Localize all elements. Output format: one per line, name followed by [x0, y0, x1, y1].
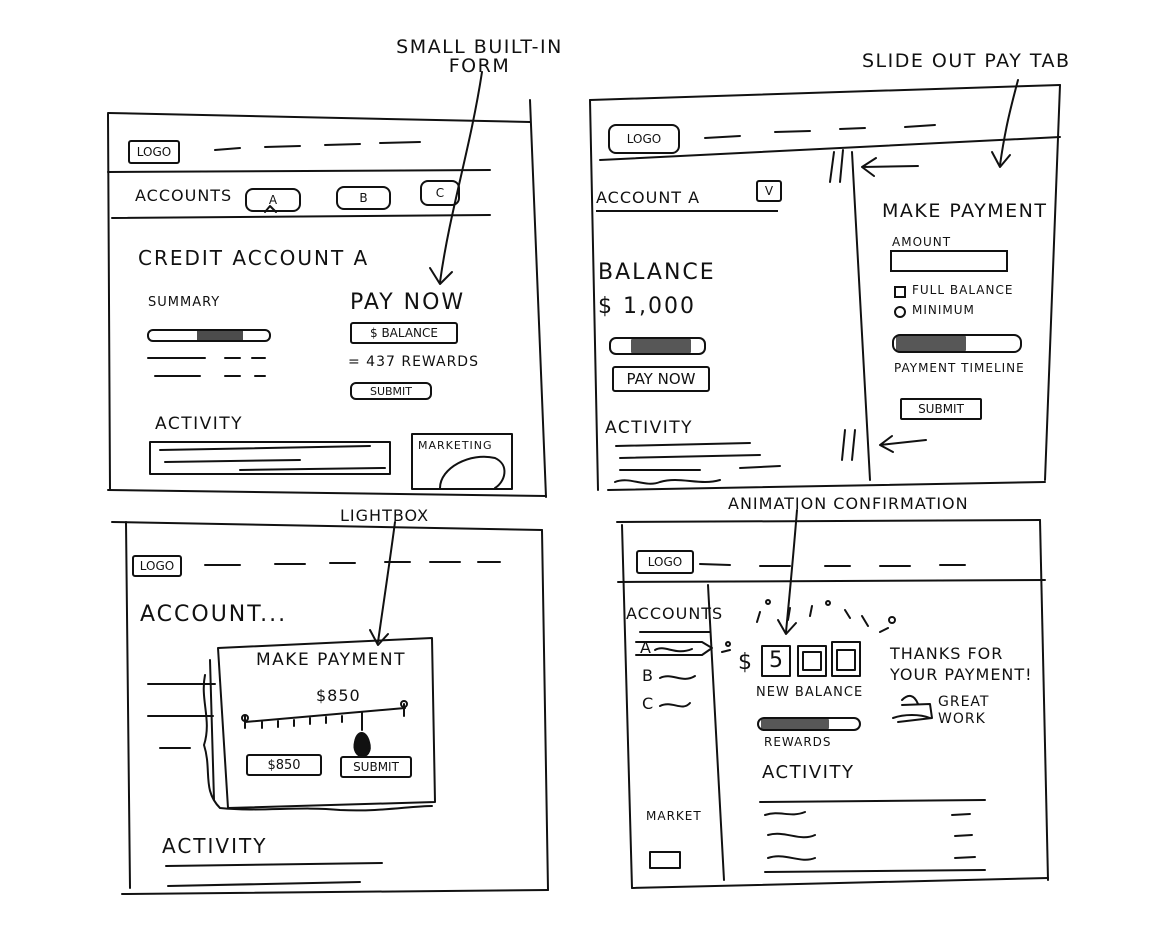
full-balance-label: FULL BALANCE [912, 283, 1014, 297]
thanks-message: THANKS FOR YOUR PAYMENT! [890, 644, 1033, 684]
annotation-animation: ANIMATION CONFIRMATION [728, 494, 969, 513]
amount-input[interactable]: $850 [246, 754, 322, 776]
panel3-frame [111, 521, 549, 895]
panel1-frame [107, 71, 547, 498]
account-select[interactable]: ACCOUNT A [596, 190, 778, 212]
activity-heading: ACTIVITY [762, 762, 855, 783]
annotation-small-form: SMALL BUILT-IN FORM [396, 36, 563, 77]
submit-button[interactable]: SUBMIT [340, 756, 412, 778]
rewards-option[interactable]: = 437 REWARDS [348, 354, 479, 370]
tab-c[interactable]: C [420, 180, 460, 206]
account-heading: ACCOUNT... [140, 602, 288, 627]
great-work-message: GREAT WORK [938, 694, 990, 727]
balance-option[interactable]: $ BALANCE [350, 322, 458, 344]
amount-input[interactable] [890, 250, 1008, 272]
tab-b[interactable]: B [336, 186, 391, 210]
annotation-slide-out: SLIDE OUT PAY TAB [862, 50, 1071, 72]
side-item-a[interactable]: A [640, 638, 652, 657]
pay-now-heading: PAY NOW [350, 290, 466, 315]
reel-value: 5 [769, 648, 785, 673]
side-item-c[interactable]: C [642, 694, 655, 713]
make-payment-heading: MAKE PAYMENT [882, 200, 1048, 222]
activity-heading: ACTIVITY [605, 418, 694, 438]
pay-now-button[interactable]: PAY NOW [612, 366, 710, 392]
rewards-label: REWARDS [764, 735, 832, 749]
accounts-label: ACCOUNTS [135, 186, 233, 205]
panel4-frame [616, 509, 1049, 889]
full-balance-checkbox[interactable] [894, 286, 906, 298]
minimum-label: MINIMUM [912, 303, 975, 317]
logo[interactable]: LOGO [132, 555, 182, 577]
balance-label: BALANCE [598, 260, 716, 285]
annotation-lightbox: LIGHTBOX [340, 506, 430, 525]
submit-button[interactable]: SUBMIT [350, 382, 432, 400]
accounts-heading: ACCOUNTS [626, 604, 724, 623]
new-balance-label: NEW BALANCE [756, 685, 864, 700]
logo[interactable]: LOGO [608, 124, 680, 154]
lightbox-title: MAKE PAYMENT [256, 650, 406, 670]
logo[interactable]: LOGO [128, 140, 180, 164]
minimum-radio[interactable] [894, 306, 906, 318]
page-title: CREDIT ACCOUNT A [138, 246, 370, 270]
panel2-frame [589, 79, 1061, 491]
tab-a[interactable]: A [245, 188, 301, 212]
marketing-label: MARKETING [418, 439, 493, 452]
dollar-sign: $ [738, 650, 754, 675]
payment-timeline-label: PAYMENT TIMELINE [894, 361, 1025, 375]
activity-heading: ACTIVITY [162, 834, 268, 858]
activity-heading: ACTIVITY [155, 414, 244, 434]
logo[interactable]: LOGO [636, 550, 694, 574]
amount-display: $850 [316, 686, 361, 705]
market-label: MARKET [646, 809, 702, 823]
select-arrow[interactable]: V [756, 180, 782, 202]
balance-value: $ 1,000 [598, 294, 696, 319]
side-item-b[interactable]: B [642, 666, 654, 685]
summary-heading: SUMMARY [148, 295, 221, 310]
submit-button[interactable]: SUBMIT [900, 398, 982, 420]
amount-label: AMOUNT [892, 235, 952, 249]
